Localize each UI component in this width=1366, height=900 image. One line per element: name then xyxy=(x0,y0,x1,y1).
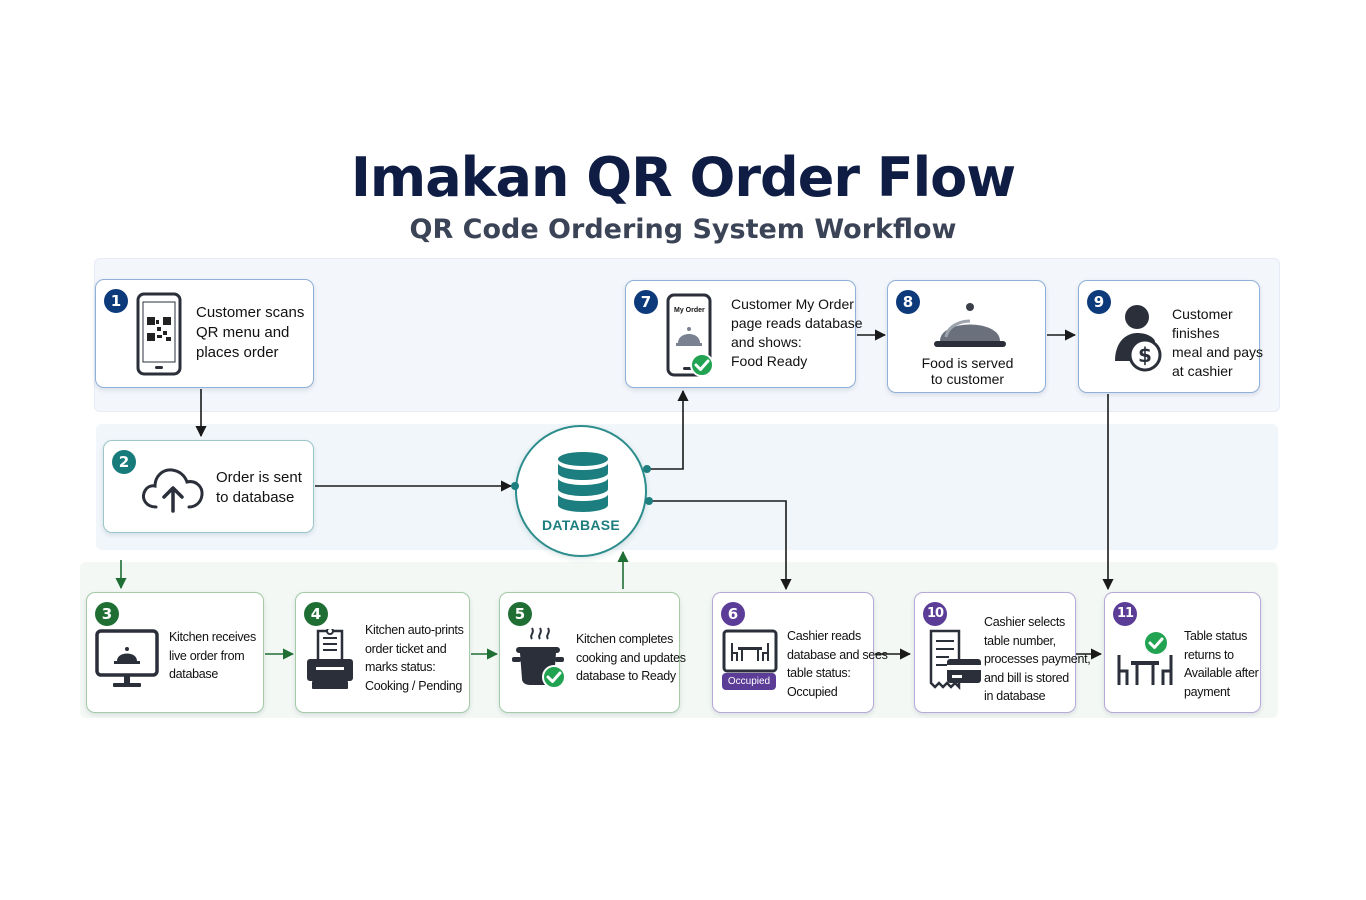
page-title: Imakan QR Order Flow xyxy=(350,146,1016,209)
step-9-line-4: at cashier xyxy=(1172,363,1233,379)
step-2-line-1: Order is sent xyxy=(216,469,302,486)
step-10-label: Cashier selects table number, processes … xyxy=(984,613,1091,706)
step-4-line-2: order ticket and xyxy=(365,641,447,656)
cloud-upload-icon xyxy=(140,463,206,518)
step-10-number: 10 xyxy=(923,602,947,626)
arrow-database-to-6 xyxy=(649,500,792,591)
step-5-line-1: Kitchen completes xyxy=(576,632,674,646)
step-6-label: Cashier reads database and sees table st… xyxy=(787,627,888,701)
step-7-line-2: page reads database xyxy=(731,315,863,331)
step-9-line-1: Customer xyxy=(1172,306,1233,322)
qr-phone-icon xyxy=(136,292,182,381)
step-6-box: 6 Occupied Cashier reads database and se… xyxy=(712,592,888,713)
step-6-line-3: table status: xyxy=(787,666,851,680)
step-2-line-2: to database xyxy=(216,489,295,506)
step-8-box: 8 Food is served to customer xyxy=(887,280,1046,393)
step-8-line-1: Food is served xyxy=(921,355,1014,371)
step-11-box: 11 Table status returns to Available aft… xyxy=(1104,592,1261,713)
step-10-line-2: table number, xyxy=(984,633,1056,648)
step-9-line-3: meal and pays xyxy=(1172,344,1264,360)
svg-text:$: $ xyxy=(1138,343,1152,367)
step-5-line-2: cooking and updates xyxy=(576,650,686,665)
step-5-number: 5 xyxy=(508,602,532,626)
step-1-line-2: QR menu and xyxy=(196,324,290,341)
step-4-line-4: Cooking / Pending xyxy=(365,678,463,693)
receipt-card-icon xyxy=(927,629,983,696)
database-port-left xyxy=(511,482,519,490)
serving-cloche-icon xyxy=(932,301,1008,358)
step-10-line-3: processes payment, xyxy=(984,652,1091,666)
step-1-number: 1 xyxy=(104,289,128,313)
step-10-box: 10 Cashier selects table number, process… xyxy=(914,592,1091,713)
step-7-label: Customer My Order page reads database an… xyxy=(731,295,863,371)
printer-ticket-icon xyxy=(304,627,356,698)
step-3-line-2: live order from xyxy=(169,648,245,663)
step-5-label: Kitchen completes cooking and updates da… xyxy=(576,630,686,686)
step-2-label: Order is sent to database xyxy=(216,468,302,508)
step-4-box: 4 Kitchen auto-prints order ticket and m… xyxy=(295,592,470,713)
database-node: DATABASE xyxy=(515,425,647,557)
step-10-line-4: and bill is stored xyxy=(984,670,1069,685)
step-9-label: Customer finishes meal and pays at cashi… xyxy=(1172,305,1263,381)
database-port-top-right xyxy=(643,465,651,473)
database-port-right xyxy=(645,497,653,505)
step-1-box: 1 Customer scans QR menu and places orde… xyxy=(95,279,314,388)
step-8-line-2: to customer xyxy=(930,371,1005,387)
step-3-number: 3 xyxy=(95,602,119,626)
step-7-line-1: Customer My Order xyxy=(731,296,854,312)
step-9-number: 9 xyxy=(1087,290,1111,314)
step-5-line-3: database to Ready xyxy=(576,669,676,683)
step-3-label: Kitchen receives live order from databas… xyxy=(169,628,256,684)
step-4-line-3: marks status: xyxy=(365,660,436,674)
step-11-line-1: Table status xyxy=(1184,629,1248,643)
step-6-line-1: Cashier reads xyxy=(787,629,861,643)
step-7-line-3: and shows: xyxy=(731,334,802,350)
step-4-line-1: Kitchen auto-prints xyxy=(365,623,464,637)
step-6-line-2: database and sees xyxy=(787,647,888,662)
step-6-number: 6 xyxy=(721,602,745,626)
step-8-number: 8 xyxy=(896,290,920,314)
database-label: DATABASE xyxy=(541,517,621,533)
step-3-box: 3 Kitchen receives live order from datab… xyxy=(86,592,264,713)
step-11-line-3: Available after xyxy=(1184,666,1259,680)
cooking-pot-check-icon xyxy=(512,625,568,696)
step-8-label: Food is served to customer xyxy=(888,354,1047,389)
occupied-badge: Occupied xyxy=(722,673,776,690)
step-11-line-4: payment xyxy=(1184,684,1230,699)
step-4-label: Kitchen auto-prints order ticket and mar… xyxy=(365,621,464,695)
step-11-label: Table status returns to Available after … xyxy=(1184,627,1259,701)
step-7-number: 7 xyxy=(634,290,658,314)
step-2-number: 2 xyxy=(112,450,136,474)
phone-my-order-caption: My Order xyxy=(674,307,705,314)
customer-pay-icon: $ xyxy=(1113,303,1169,380)
monitor-cloche-icon xyxy=(95,629,159,696)
step-1-label: Customer scans QR menu and places order xyxy=(196,303,304,363)
step-10-line-1: Cashier selects xyxy=(984,615,1065,629)
database-icon xyxy=(556,451,610,518)
table-monitor-icon xyxy=(722,629,778,682)
step-11-line-2: returns to xyxy=(1184,647,1234,662)
step-4-number: 4 xyxy=(304,602,328,626)
page-subtitle: QR Code Ordering System Workflow xyxy=(409,214,957,245)
step-1-line-1: Customer scans xyxy=(196,304,305,321)
step-9-box: 9 $ Customer finishes meal and pays at c… xyxy=(1078,280,1263,393)
table-check-icon xyxy=(1115,631,1175,694)
step-7-line-4: Food Ready xyxy=(731,353,808,369)
step-5-box: 5 Kitchen completes cooking and updates … xyxy=(499,592,686,713)
step-3-line-1: Kitchen receives xyxy=(169,630,256,644)
step-7-box: 7 My Order Customer My Order page reads … xyxy=(625,280,863,388)
step-1-line-3: places order xyxy=(196,344,279,361)
step-11-number: 11 xyxy=(1113,602,1137,626)
step-9-line-2: finishes xyxy=(1172,325,1220,341)
phone-order-check-icon xyxy=(666,293,716,384)
arrow-database-to-7 xyxy=(647,389,689,470)
step-6-line-4: Occupied xyxy=(787,684,838,699)
step-3-line-3: database xyxy=(169,667,219,681)
step-10-line-5: in database xyxy=(984,689,1046,703)
step-2-box: 2 Order is sent to database xyxy=(103,440,314,533)
